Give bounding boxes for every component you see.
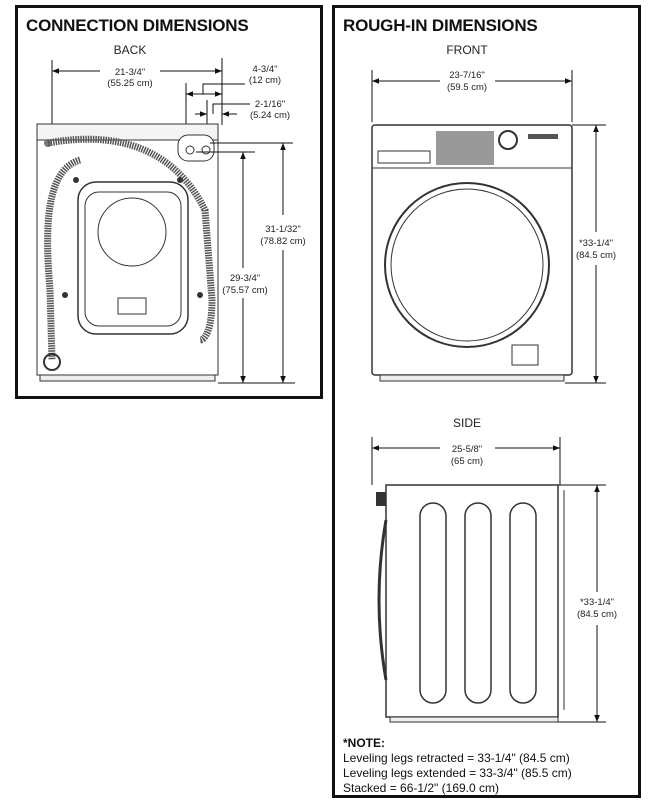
front-view-label: FRONT bbox=[446, 43, 488, 57]
height2-in: 29-3/4" bbox=[230, 273, 260, 284]
connection-dimensions-panel: CONNECTION DIMENSIONS BACK 21-3/4" (55.2… bbox=[15, 5, 323, 399]
rough-in-dimensions-panel: ROUGH-IN DIMENSIONS FRONT 23-7/16" (59.5… bbox=[332, 5, 641, 798]
front-width-cm: (59.5 cm) bbox=[447, 82, 487, 93]
width-in: 21-3/4" bbox=[115, 67, 145, 78]
front-width-in: 23-7/16" bbox=[449, 70, 485, 81]
side-depth-cm: (65 cm) bbox=[451, 456, 483, 467]
note-heading: *NOTE: bbox=[343, 736, 385, 750]
side-view-label: SIDE bbox=[453, 416, 481, 430]
offset2-cm: (5.24 cm) bbox=[250, 110, 290, 121]
side-height-cm: (84.5 cm) bbox=[577, 609, 617, 620]
front-height-in: *33-1/4" bbox=[579, 238, 613, 249]
front-height-cm: (84.5 cm) bbox=[576, 250, 616, 261]
front-side-diagram: FRONT 23-7/16" (59.5 cm) *33-1/4" (84.5 … bbox=[371, 43, 617, 723]
note-line: Leveling legs extended = 33-3/4" (85.5 c… bbox=[343, 766, 572, 780]
leveling-note: *NOTE: Leveling legs retracted = 33-1/4"… bbox=[343, 736, 572, 796]
note-line: Stacked = 66-1/2" (169.0 cm) bbox=[343, 781, 500, 795]
height1-cm: (78.82 cm) bbox=[260, 236, 305, 247]
offset1-cm: (12 cm) bbox=[249, 75, 281, 86]
connection-dimensions-title: CONNECTION DIMENSIONS bbox=[26, 16, 249, 35]
height1-in: 31-1/32" bbox=[265, 224, 301, 235]
side-depth-in: 25-5/8" bbox=[452, 444, 482, 455]
back-view-label: BACK bbox=[114, 43, 147, 57]
offset1-in: 4-3/4" bbox=[252, 64, 277, 75]
note-line: Leveling legs retracted = 33-1/4" (84.5 … bbox=[343, 751, 570, 765]
side-height-in: *33-1/4" bbox=[580, 597, 614, 608]
rough-in-dimensions-title: ROUGH-IN DIMENSIONS bbox=[343, 16, 538, 35]
width-cm: (55.25 cm) bbox=[107, 78, 152, 89]
offset2-in: 2-1/16" bbox=[255, 99, 285, 110]
back-view-diagram: BACK 21-3/4" (55.25 cm) 4-3/4" (12 cm) 2… bbox=[36, 43, 306, 384]
height2-cm: (75.57 cm) bbox=[222, 285, 267, 296]
